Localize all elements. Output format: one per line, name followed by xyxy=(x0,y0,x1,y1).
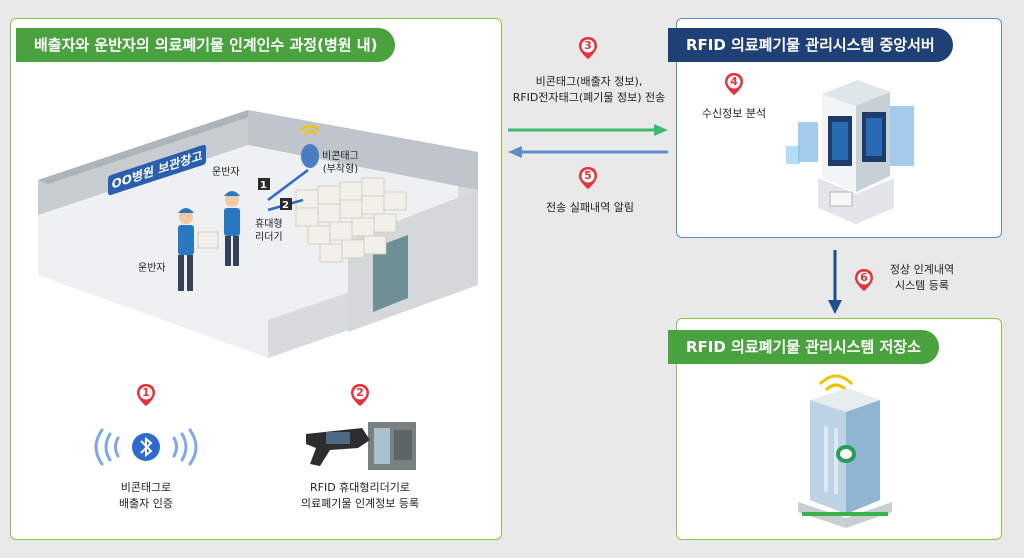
handheld-reader-label: 휴대형 리더기 xyxy=(255,219,283,243)
step6-text: 정상 인계내역 시스템 등록 xyxy=(889,263,955,292)
back-wall-top xyxy=(38,110,258,184)
storage-building-icon xyxy=(798,374,892,528)
carrier-left-label: 운반자 xyxy=(138,263,166,274)
step5-text: 전송 실패내역 알림 xyxy=(546,201,634,214)
step1-pin-icon: 1 xyxy=(134,383,158,407)
carrier-figure-left xyxy=(178,208,219,291)
right-wall-face xyxy=(248,110,478,190)
beacon-tag-device xyxy=(301,144,319,168)
step3-text: 비콘태그(배출자 정보), RFID전자태그(폐기물 정보) 전송 xyxy=(512,75,666,104)
hospital-process-title: 배출자와 운반자의 의료폐기물 인계인수 과정(병원 내) xyxy=(16,28,396,62)
step6-pin-icon: 6 xyxy=(852,268,876,292)
waste-boxes xyxy=(295,177,407,263)
step5-pin-icon: 5 xyxy=(576,166,600,190)
beacon-tag-label: 비콘태그 (부착형) xyxy=(322,151,359,175)
storage-system-title: RFID 의료폐기물 관리시스템 저장소 xyxy=(668,330,939,364)
bluetooth-icon xyxy=(94,428,198,466)
step1-box-label: 1 xyxy=(260,180,267,191)
step1-text: 비콘태그로 배출자 인증 xyxy=(118,481,174,510)
step2-pin-icon: 2 xyxy=(348,383,372,407)
step2-text: RFID 휴대형리더기로 의료폐기물 인계정보 등록 xyxy=(300,481,420,510)
carrier-figure-top xyxy=(224,191,240,266)
back-wall xyxy=(38,110,248,215)
step2-box-marker xyxy=(280,198,292,210)
central-server-icon xyxy=(786,80,914,224)
step3-pin-icon: 3 xyxy=(576,36,600,60)
carrier-top-label: 운반자 xyxy=(212,167,240,178)
wifi-signal xyxy=(818,374,854,392)
handheld-reader-photo-icon xyxy=(306,422,416,470)
transmit-arrow xyxy=(508,124,668,136)
warehouse-illustration xyxy=(38,110,478,358)
step1-box-marker xyxy=(258,178,270,190)
failure-notice-arrow xyxy=(508,146,668,158)
step4-text: 수신정보 분석 xyxy=(701,107,767,120)
step4-pin-icon: 4 xyxy=(722,72,746,96)
register-down-arrow xyxy=(828,250,842,314)
central-server-title: RFID 의료폐기물 관리시스템 중앙서버 xyxy=(668,28,953,62)
step2-box-label: 2 xyxy=(282,200,289,211)
beacon-signal xyxy=(300,124,320,136)
